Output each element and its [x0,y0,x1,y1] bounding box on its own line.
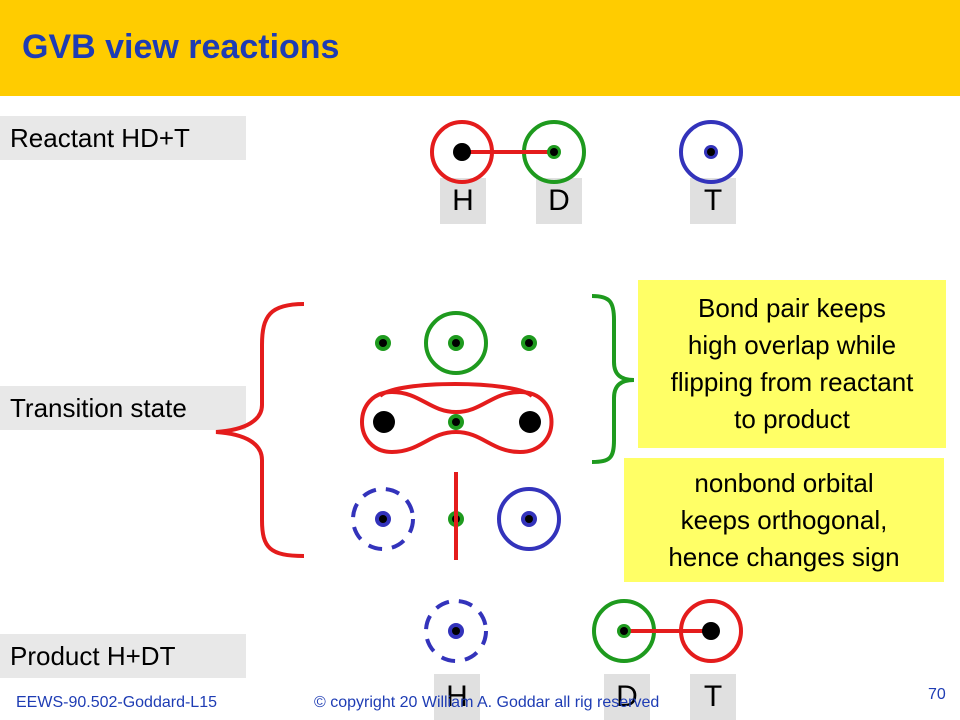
nonbond-orbital [497,487,561,551]
ts-dot-core [379,339,387,347]
nonbond-note: nonbond orbital keeps orthogonal, hence … [624,458,944,582]
product-orbitals [424,599,743,663]
h-nucleus [453,143,471,161]
product-atom-h: H [434,674,480,720]
ts-t-nucleus [519,411,541,433]
transition-label: Transition state [0,386,246,430]
ts-dot-core [379,515,387,523]
ts-nonbond [351,472,561,560]
product-t-nucleus [702,622,720,640]
nonbond-dashed-orbital [351,487,415,551]
bond-pair-note-line: flipping from reactant [670,367,914,397]
ts-bond-pair [360,382,554,455]
footer-copyright: © copyright 20 William A. Goddar all rig… [314,694,660,711]
reactant-atom-t: T [690,178,736,224]
product-d-nucleus [620,627,628,635]
ts-row-top [375,311,537,375]
left-brace [215,302,305,558]
ts-dot-core [525,339,533,347]
d-nucleus [550,148,558,156]
product-atom-d: D [604,674,650,720]
reactant-orbitals [430,120,743,184]
footer-course: EEWS-90.502-Goddard-L15 [16,694,217,711]
bond-pair-orbital [360,389,554,455]
nonbond-note-line: hence changes sign [668,541,900,572]
reactant-label: Reactant HD+T [0,116,246,160]
bond-pair-arc-top [378,382,534,398]
product-h-orbital [424,599,488,663]
ts-dot-core [452,339,460,347]
bond-pair-note-line: Bond pair keeps [698,293,886,323]
ts-dot-core [452,418,460,426]
right-brace [591,294,635,464]
slide-title: GVB view reactions [22,28,340,66]
t-orbital [679,120,743,184]
bond-pair-note-line: high overlap while [687,330,897,360]
product-atom-t: T [690,674,736,720]
reactant-atom-h: H [440,178,486,224]
header-bar [0,0,960,96]
bond-pair-note: Bond pair keeps high overlap while flipp… [638,280,946,448]
bond-pair-note-line: to product [734,404,850,434]
nonbond-note-line: keeps orthogonal, [680,504,888,535]
nonbond-note-line: nonbond orbital [694,467,874,498]
ts-dot-core [525,515,533,523]
reactant-atom-d: D [536,178,582,224]
product-h-nucleus [452,627,460,635]
ts-h-nucleus [373,411,395,433]
t-nucleus [707,148,715,156]
product-label: Product H+DT [0,634,246,678]
page-number: 70 [928,686,946,703]
ts-d-orbital [424,311,488,375]
